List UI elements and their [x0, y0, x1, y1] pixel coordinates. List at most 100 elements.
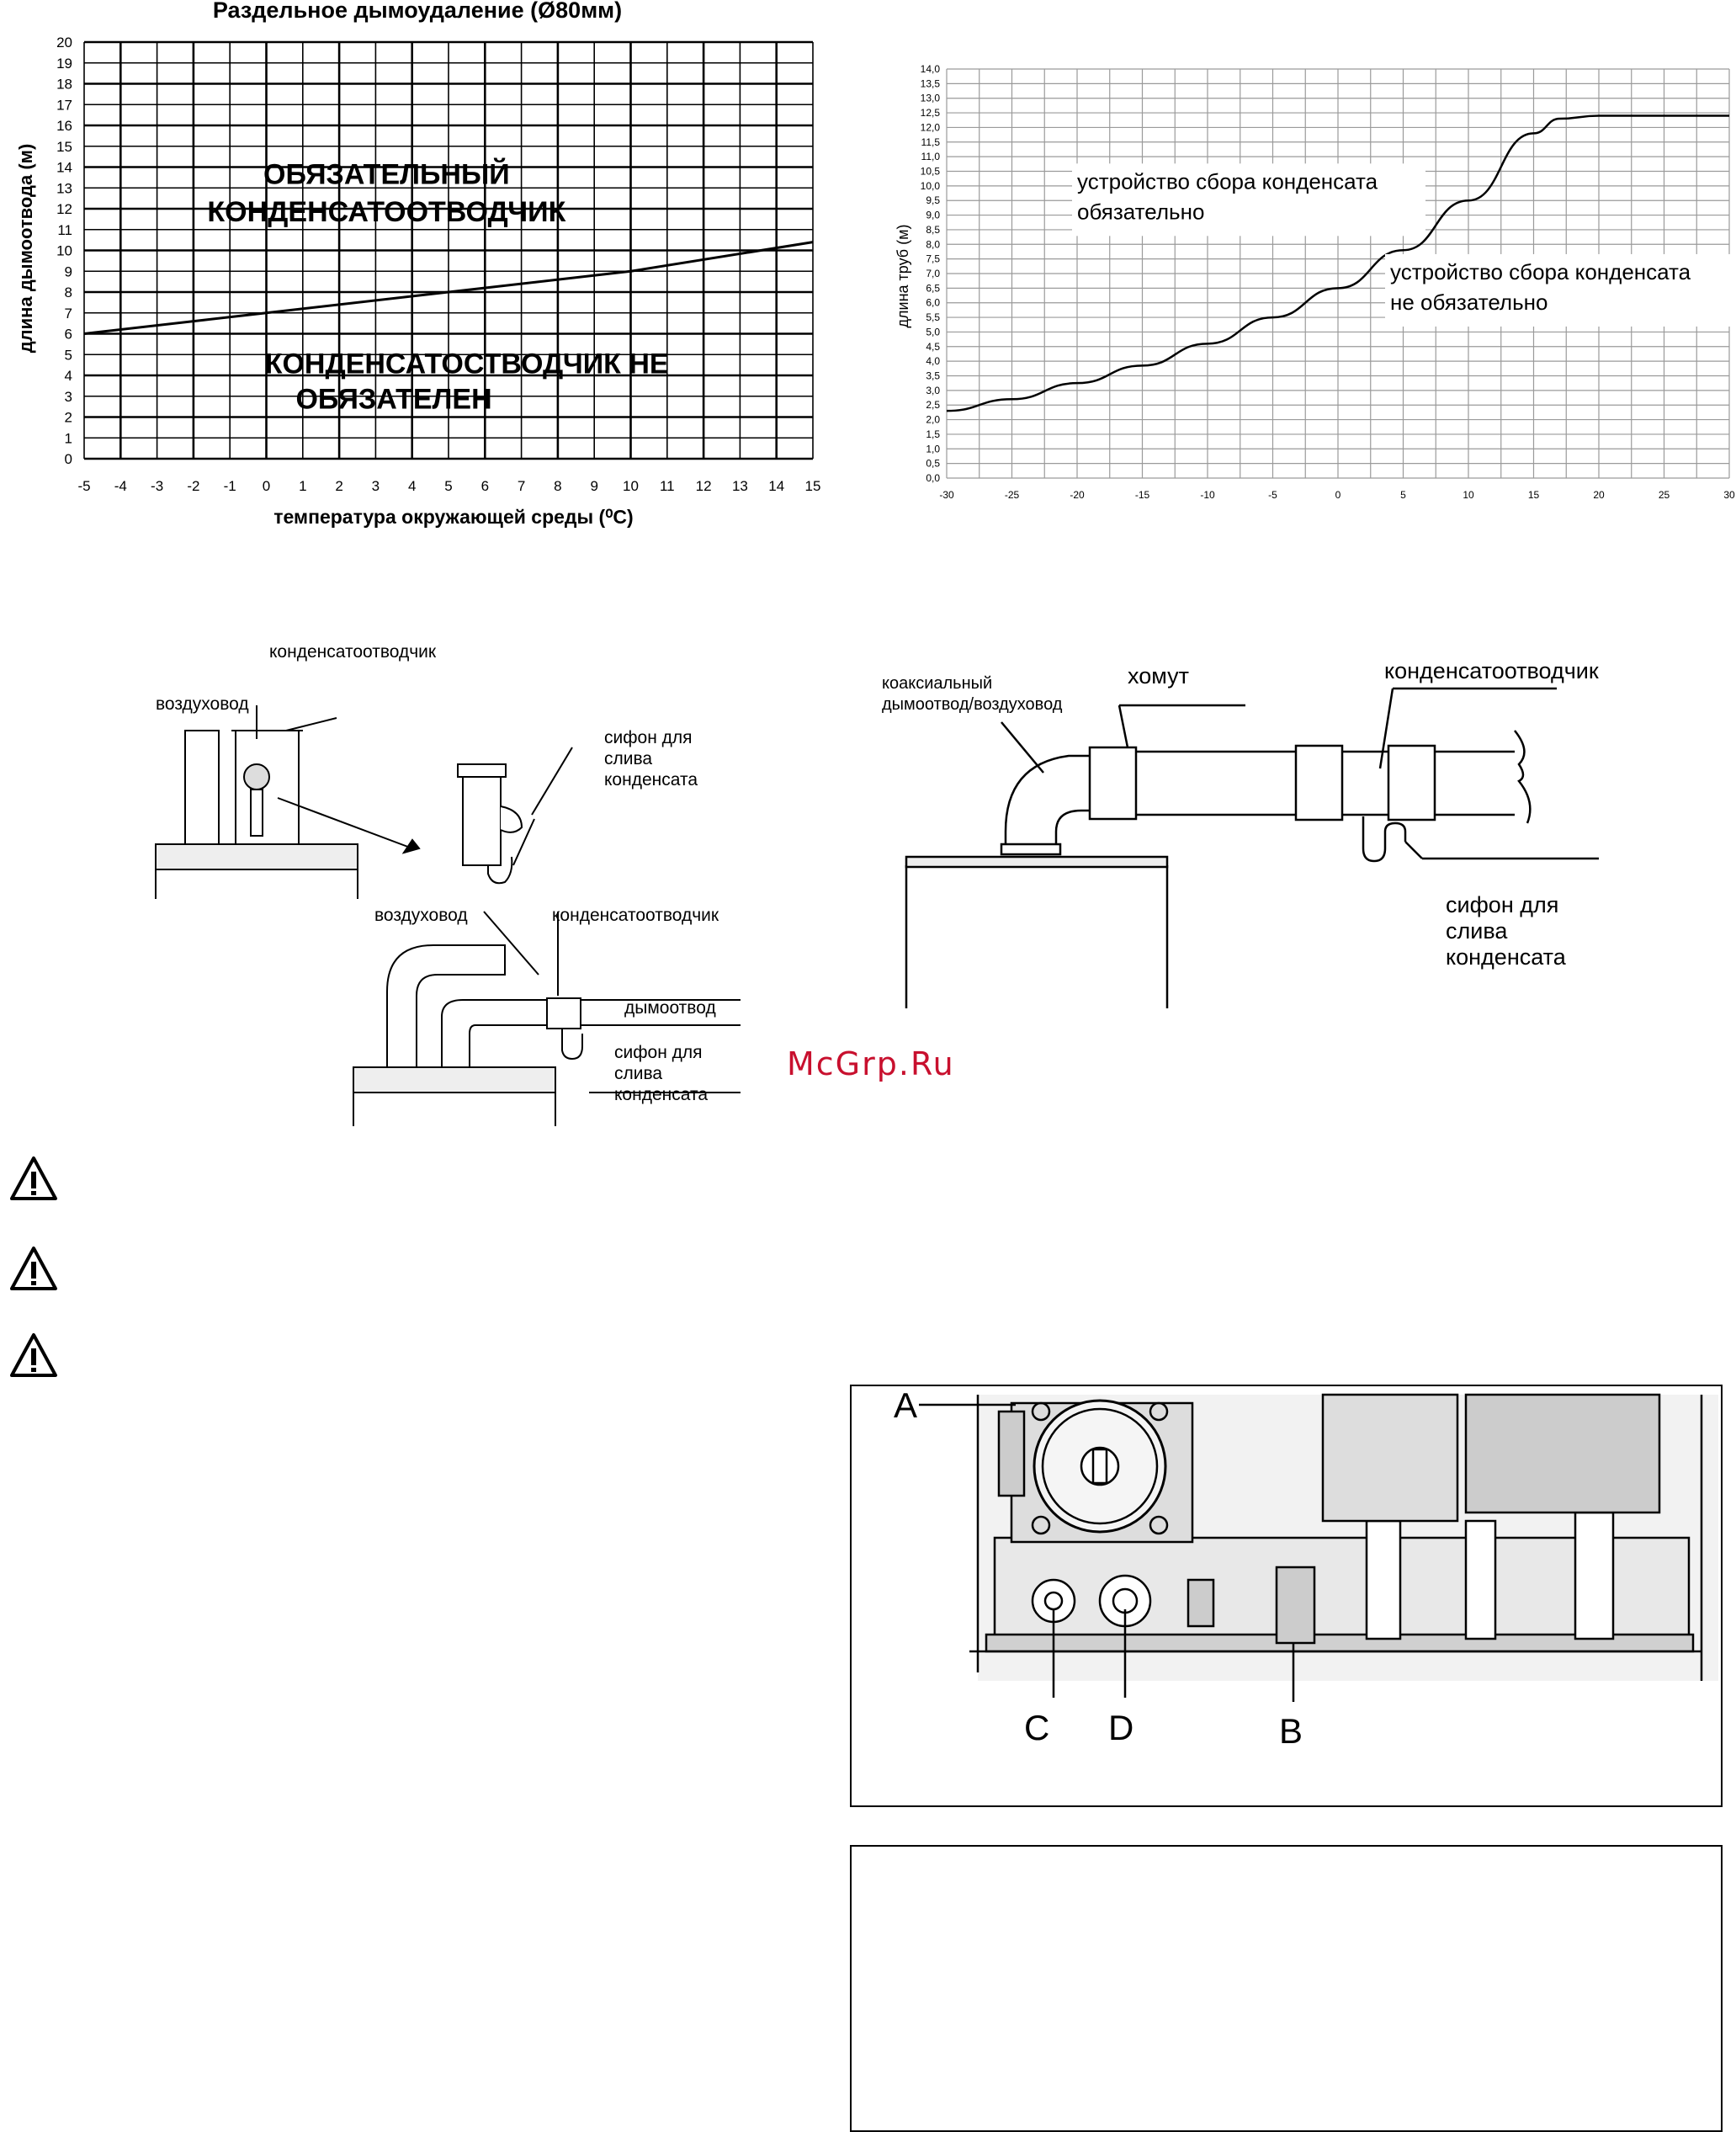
y-tick-label: 5,5 — [926, 311, 940, 323]
y-tick-label: 3,0 — [926, 385, 940, 396]
label-condensate-trap-bottom: конденсатоотводчик — [552, 906, 719, 925]
label-siphon: сифон для слива конденсата — [1446, 892, 1566, 970]
label-a: A — [894, 1385, 918, 1425]
x-tick-label: -15 — [1135, 489, 1150, 501]
y-tick-label: 15 — [56, 139, 72, 155]
y-tick-label: 4 — [65, 368, 72, 384]
label-b: B — [1279, 1711, 1303, 1751]
chart-left-grid — [83, 40, 814, 460]
series-line — [83, 241, 814, 335]
y-tick-label: 8,5 — [926, 224, 940, 236]
y-tick-label: 13,5 — [921, 77, 941, 89]
x-tick-label: 9 — [590, 478, 597, 494]
x-tick-label: 5 — [444, 478, 452, 494]
annotation-background — [1385, 253, 1736, 327]
label-siphon-top: сифон для слива конденсата — [604, 728, 698, 790]
y-tick-label: 11 — [57, 222, 72, 238]
y-tick-label: 12,0 — [921, 121, 941, 133]
x-tick-label: 15 — [805, 478, 821, 494]
x-tick-label: -4 — [114, 478, 127, 494]
x-tick-label: 10 — [623, 478, 639, 494]
annotation-label: КОНДЕНСАТООТВОДЧИК — [207, 196, 565, 228]
label-condensate-trap-top: конденсатоотводчик — [269, 642, 437, 662]
y-tick-label: 2,0 — [926, 414, 940, 426]
x-tick-label: 25 — [1659, 489, 1670, 501]
y-tick-label: 8,0 — [926, 238, 940, 250]
x-tick-label: 15 — [1528, 489, 1540, 501]
y-tick-label: 4,0 — [926, 355, 940, 367]
x-tick-label: 0 — [1335, 489, 1341, 501]
label-flue: дымоотвод — [624, 998, 716, 1018]
series-line — [946, 114, 1729, 412]
y-tick-label: 5,0 — [926, 326, 940, 338]
y-tick-label: 0 — [65, 451, 72, 467]
y-tick-label: 8 — [65, 284, 72, 300]
y-tick-label: 10 — [56, 243, 72, 259]
y-tick-label: 3,5 — [926, 370, 940, 382]
chart-right-y-label: длина труб (м) — [895, 225, 911, 328]
y-tick-label: 12 — [56, 201, 72, 217]
x-tick-label: 14 — [768, 478, 784, 494]
label-siphon-bottom: сифон для слива конденсата — [614, 1043, 709, 1104]
x-tick-label: -1 — [224, 478, 236, 494]
label-coaxial: коаксиальный дымоотвод/воздуховод — [882, 674, 1063, 714]
warning-triangle-icon — [10, 1247, 57, 1290]
chart-left-title: Раздельное дымоудаление (Ø80мм) — [213, 0, 622, 23]
x-tick-label: -20 — [1070, 489, 1085, 501]
y-tick-label: 11,0 — [921, 151, 941, 162]
x-tick-label: 0 — [263, 478, 270, 494]
x-tick-label: -10 — [1200, 489, 1215, 501]
boiler-drawing — [919, 1393, 1718, 1702]
annotation-background — [1072, 163, 1425, 237]
diagram-right: коаксиальный дымоотвод/воздуховод хомут … — [867, 621, 1624, 1050]
y-tick-label: 14,0 — [921, 63, 941, 75]
diagram-left-drawing — [155, 705, 741, 1126]
chart-left: Раздельное дымоудаление (Ø80мм) -5-4-3-2… — [15, 0, 820, 528]
x-tick-label: 7 — [518, 478, 525, 494]
x-tick-label: 10 — [1463, 489, 1474, 501]
y-tick-label: 6,5 — [926, 282, 940, 294]
chart-left-y-label: длина дымоотвода (м) — [15, 144, 36, 354]
y-tick-label: 6 — [65, 327, 72, 343]
y-tick-label: 7 — [65, 306, 72, 322]
chart-right-y-ticks: 0,00,51,01,52,02,53,03,54,04,55,05,56,06… — [921, 63, 941, 484]
x-tick-label: 12 — [696, 478, 712, 494]
label-condensate-trap: конденсатоотводчик — [1384, 658, 1599, 683]
x-tick-label: 6 — [481, 478, 489, 494]
watermark: McGrp.Ru — [787, 1045, 955, 1082]
label-d: D — [1108, 1708, 1134, 1747]
label-air-duct-top: воздуховод — [156, 694, 249, 714]
y-tick-label: 13 — [56, 180, 72, 196]
chart-left-annotations: ОБЯЗАТЕЛЬНЫЙКОНДЕНСАТООТВОДЧИККОНДЕНСАТО… — [207, 157, 668, 415]
diagram-right-drawing — [905, 687, 1599, 1008]
y-tick-label: 3 — [65, 389, 72, 405]
y-tick-label: 5 — [65, 347, 72, 363]
y-tick-label: 7,5 — [926, 253, 940, 265]
boiler-figure: A C D B — [850, 1385, 1723, 1807]
y-tick-label: 6,0 — [926, 297, 940, 309]
chart-right-series — [946, 114, 1729, 412]
empty-note-box — [850, 1845, 1723, 2132]
x-tick-label: 13 — [732, 478, 748, 494]
y-tick-label: 0,5 — [926, 458, 940, 470]
label-c: C — [1024, 1708, 1050, 1747]
x-tick-label: 2 — [335, 478, 342, 494]
chart-left-series — [83, 241, 814, 335]
annotation-label: КОНДЕНСАТОСТВОДЧИК НЕ — [265, 348, 669, 380]
x-tick-label: -25 — [1005, 489, 1020, 501]
x-tick-label: 30 — [1723, 489, 1735, 501]
annotation-label: ОБЯЗАТЕЛЕН — [295, 384, 491, 416]
diagram-left: конденсатоотводчик воздуховод сифон для … — [151, 621, 751, 1126]
y-tick-label: 9,0 — [926, 210, 940, 221]
y-tick-label: 20 — [56, 35, 72, 51]
y-tick-label: 13,0 — [921, 93, 941, 104]
warning-triangle-icon — [10, 1333, 57, 1377]
y-tick-label: 11,5 — [921, 136, 941, 148]
y-tick-label: 10,0 — [921, 180, 941, 192]
